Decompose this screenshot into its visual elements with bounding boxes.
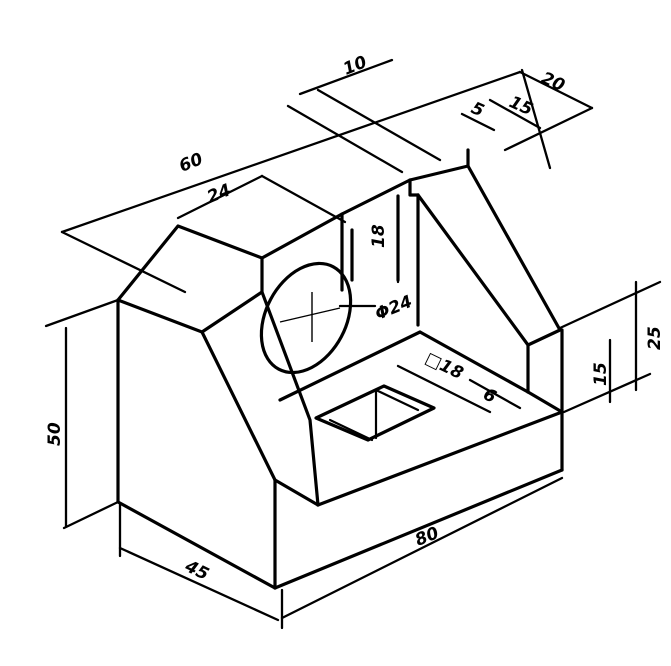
dim-10-line: [298, 58, 394, 96]
round-hole-center-h: [279, 307, 341, 323]
dimension-lines: [44, 58, 662, 630]
sq18-leader: [396, 364, 492, 414]
label-15-side: 15: [591, 362, 611, 386]
label-18: 18: [369, 224, 389, 248]
front-step-edge: [273, 478, 320, 507]
object-outline: [116, 148, 564, 590]
square-hole-inner-3: [328, 418, 374, 442]
dim-10-ext: [286, 104, 404, 174]
right-block-top-face: [408, 164, 562, 347]
channel-floor-right-edge: [418, 330, 530, 394]
dim-20-line: [518, 70, 594, 110]
back-wall-left-edge: [260, 212, 344, 292]
dim-24-line: [176, 174, 264, 220]
left-block-sloped-face: [200, 330, 277, 590]
dimension-labels: 10 20 15 5 60 24 18 Φ24 50 25 15 □18 6 8…: [45, 52, 665, 585]
label-45: 45: [181, 556, 212, 585]
back-wall-slot-edge: [408, 178, 420, 327]
label-20: 20: [538, 68, 568, 96]
label-50: 50: [45, 422, 65, 446]
dim-15-line: [488, 98, 542, 130]
dim-24-ext: [260, 174, 347, 224]
dim-50-ext-top: [44, 298, 120, 328]
dim-6-line: [468, 378, 522, 410]
label-80: 80: [412, 523, 442, 550]
label-60: 60: [176, 149, 206, 176]
left-block-bottom-edge: [116, 500, 277, 590]
channel-floor-back-edge: [278, 330, 422, 402]
dim-60-line: [60, 70, 522, 234]
round-hole: [259, 261, 353, 375]
label-15-top: 15: [506, 92, 536, 120]
back-wall-top-edge: [340, 178, 412, 216]
dim-80-line: [280, 476, 564, 620]
left-block-inner-slope: [260, 290, 320, 507]
base-front-bottom-edge: [273, 468, 564, 590]
dim-20-ext-b: [503, 106, 594, 152]
label-25: 25: [645, 326, 665, 350]
square-hole-inner-2: [374, 388, 420, 412]
dim-50-ext-bottom: [62, 500, 120, 530]
dim-60-ext-right: [316, 88, 442, 162]
dim-45-line: [118, 546, 280, 622]
dim-25-ext-top: [558, 280, 662, 330]
right-block-sloped-edge: [416, 193, 530, 394]
base-front-top-edge: [316, 410, 564, 507]
label-10: 10: [340, 52, 370, 79]
dim-5-line: [460, 112, 496, 132]
square-hole-outline: [314, 384, 436, 442]
dim-60-ext-left: [60, 230, 187, 294]
dim-20-ext-a: [520, 68, 552, 170]
channel-floor-front-edge: [526, 390, 564, 414]
dim-25-ext-bottom: [562, 372, 652, 414]
left-block-top-face: [116, 224, 264, 334]
label-phi24: Φ24: [372, 292, 415, 325]
